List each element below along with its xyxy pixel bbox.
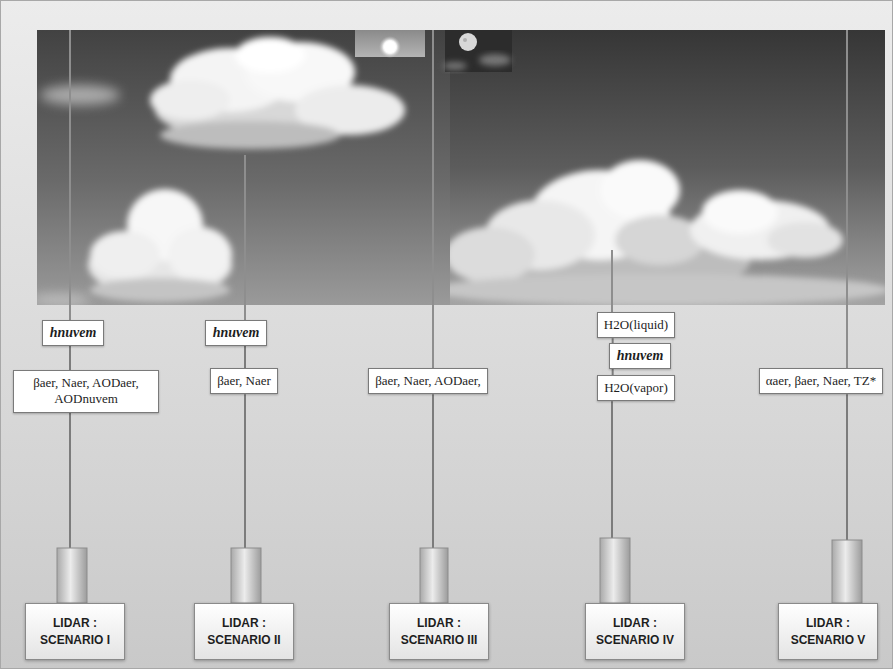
node-text: hnuvem [50, 324, 97, 342]
lidar-scenario-box: LIDAR : SCENARIO IV [585, 603, 685, 660]
lidar-scenario-box: LIDAR : SCENARIO II [194, 603, 294, 660]
node-text: βaer, Naer, AODaer, AODnuvem [20, 375, 152, 408]
lidar-scenario-box: LIDAR : SCENARIO I [25, 603, 125, 660]
node-text: LIDAR : SCENARIO V [785, 615, 871, 647]
laser-beam-connector [69, 346, 71, 371]
node-text: hnuvem [617, 347, 664, 365]
parameter-box: αaer, βaer, Naer, TZ* [759, 368, 884, 394]
node-text: H2O(liquid) [604, 317, 668, 333]
parameter-box: βaer, Naer, AODaer, [368, 368, 488, 394]
node-text: hnuvem [213, 324, 260, 342]
lidar-instrument [57, 538, 862, 603]
node-text: LIDAR : SCENARIO III [396, 615, 482, 647]
cloud-height-box: hnuvem [609, 343, 672, 369]
parameter-box: H2O(vapor) [597, 375, 675, 401]
node-text: H2O(vapor) [604, 380, 668, 396]
laser-beam-connector [244, 346, 246, 369]
node-text: βaer, Naer, AODaer, [375, 373, 481, 389]
node-text: αaer, βaer, Naer, TZ* [766, 373, 877, 389]
node-text: LIDAR : SCENARIO II [201, 615, 287, 647]
node-text: LIDAR : SCENARIO I [32, 615, 118, 647]
cloud-height-box: hnuvem [42, 320, 105, 346]
lidar-scenario-box: LIDAR : SCENARIO III [389, 603, 489, 660]
cloud-height-box: hnuvem [205, 320, 268, 346]
laser-beam [70, 30, 847, 368]
parameter-box: βaer, Naer [210, 368, 278, 394]
lidar-scenario-box: LIDAR : SCENARIO V [778, 603, 878, 660]
moon-inset [443, 30, 512, 72]
node-text: βaer, Naer [217, 373, 271, 389]
node-text: LIDAR : SCENARIO IV [592, 615, 678, 647]
parameter-box: H2O(liquid) [597, 312, 675, 338]
sun-inset [355, 30, 425, 58]
parameter-box: βaer, Naer, AODaer, AODnuvem [13, 370, 159, 413]
